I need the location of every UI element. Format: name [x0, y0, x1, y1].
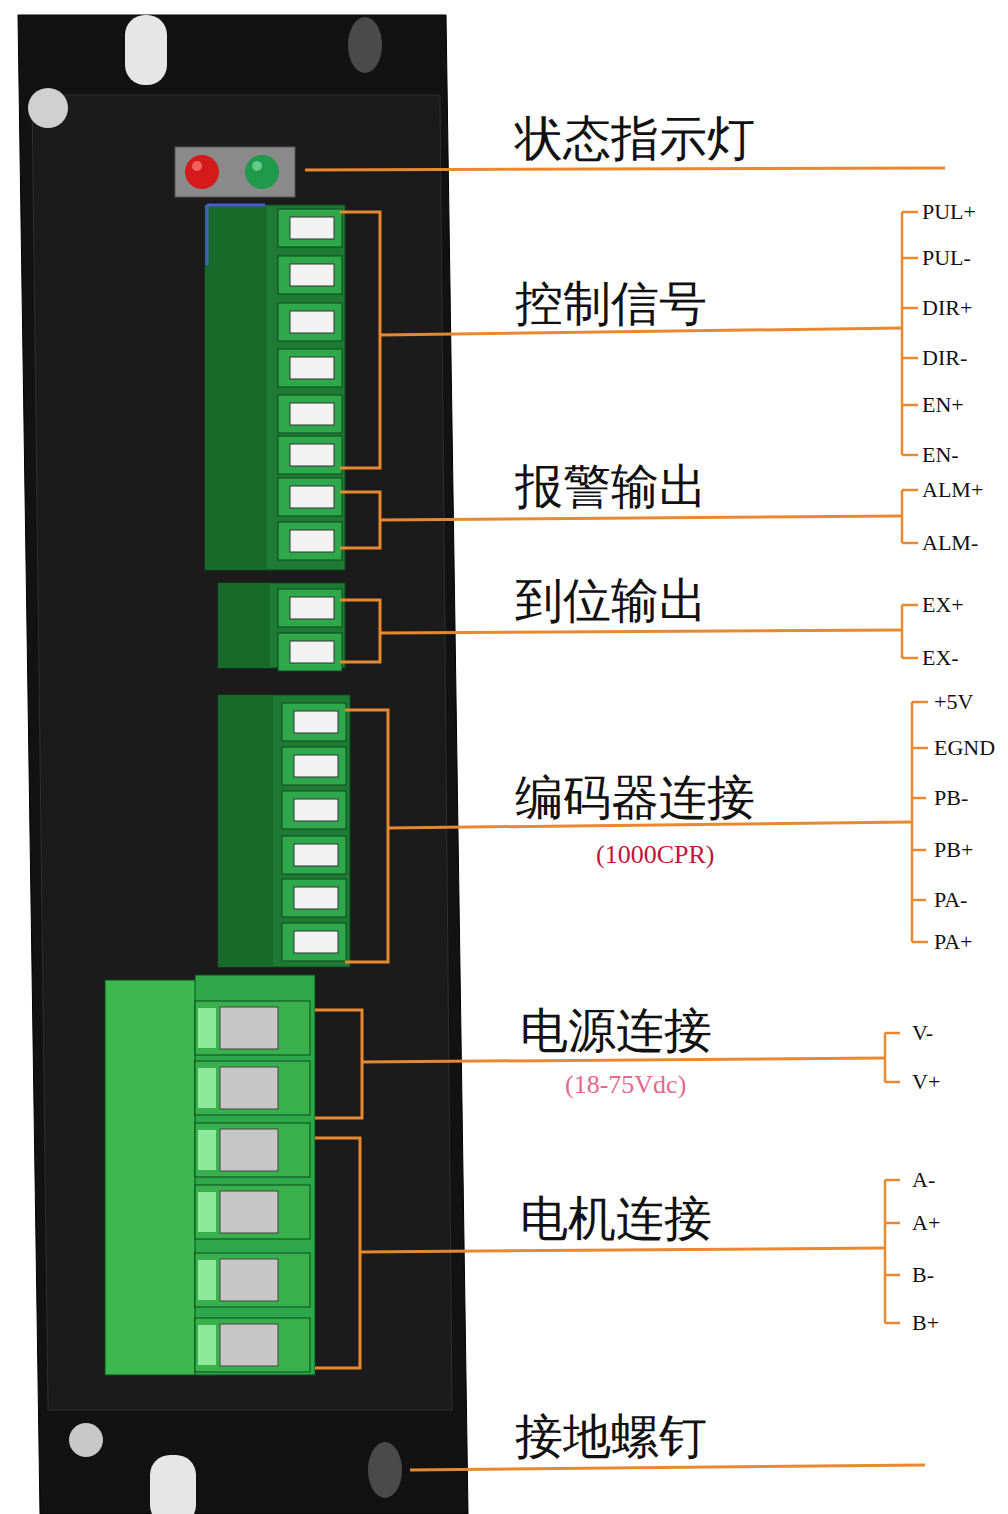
pin-name: A- — [912, 1169, 935, 1191]
pin-name: EGND — [934, 737, 995, 759]
pin-name: V- — [912, 1022, 933, 1044]
pin-name: PA+ — [934, 931, 973, 953]
pin-name: ALM+ — [922, 479, 983, 501]
pin-name: PUL+ — [922, 201, 976, 223]
pin-name: PB- — [934, 787, 968, 809]
callout-label: 控制信号 — [515, 279, 707, 327]
pin-name: B+ — [912, 1312, 939, 1334]
pin-name: PB+ — [934, 839, 973, 861]
callout-label: 电源连接 — [520, 1006, 712, 1054]
spec-note: (18-75Vdc) — [565, 1072, 686, 1098]
pin-name: DIR- — [922, 347, 967, 369]
callout-label: 编码器连接 — [515, 773, 755, 821]
pin-name: EX+ — [922, 594, 964, 616]
pin-name: V+ — [912, 1071, 940, 1093]
pin-name: PA- — [934, 889, 967, 911]
callout-label: 报警输出 — [515, 462, 707, 510]
pin-name: EN- — [922, 444, 959, 466]
pin-name: B- — [912, 1264, 934, 1286]
callout-label: 电机连接 — [520, 1194, 712, 1242]
pin-name: A+ — [912, 1212, 940, 1234]
pin-name: +5V — [934, 691, 973, 713]
callout-label: 接地螺钉 — [515, 1412, 707, 1460]
pin-name: EX- — [922, 647, 959, 669]
pin-name: PUL- — [922, 247, 971, 269]
spec-note: (1000CPR) — [596, 842, 714, 868]
callout-label: 到位输出 — [515, 576, 707, 624]
pin-name: DIR+ — [922, 297, 972, 319]
pin-name: EN+ — [922, 394, 964, 416]
callout-label: 状态指示灯 — [515, 114, 755, 162]
pin-name: ALM- — [922, 532, 978, 554]
